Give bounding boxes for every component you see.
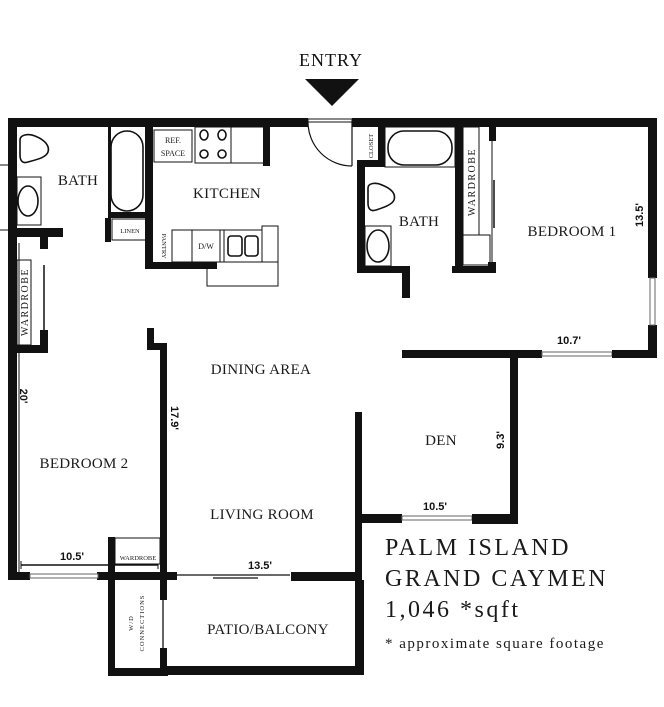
wardrobe-bed2-bottom-label: WARDROBE xyxy=(120,555,157,562)
dim-bedroom2-width: 10.5' xyxy=(60,551,84,563)
wardrobe-bed1-label: WARDROBE xyxy=(467,148,478,216)
kitchen-sink-icon xyxy=(227,235,259,257)
dim-bedroom1-height: 13.5' xyxy=(634,203,646,227)
bathtub-icon xyxy=(387,130,453,166)
room-label-bedroom1: BEDROOM 1 xyxy=(528,224,617,240)
room-label-bath-right: BATH xyxy=(399,214,439,230)
dim-den-height: 9.3' xyxy=(495,431,507,449)
exterior-walls xyxy=(8,118,657,580)
bedroom1-wardrobe: WARDROBE xyxy=(462,126,496,273)
room-label-bedroom2: BEDROOM 2 xyxy=(40,456,129,472)
stove-icon xyxy=(194,126,232,164)
room-label-kitchen: KITCHEN xyxy=(193,186,261,202)
right-bath: CLOSET BATH xyxy=(357,126,495,298)
linen-label: LINEN xyxy=(120,228,140,235)
dim-bedroom1-width: 10.7' xyxy=(557,335,581,347)
bedroom2-side-wardrobe: WARDROBE xyxy=(16,237,48,580)
left-bath: LINEN BATH xyxy=(8,127,153,242)
kitchen: REF. SPACE KITCHEN D/W PANTRY xyxy=(145,126,279,287)
room-label-living: LIVING ROOM xyxy=(210,507,314,523)
unit-info: PALM ISLAND GRAND CAYMEN 1,046 *sqft * a… xyxy=(385,533,608,653)
wardrobe-bed2-side-label: WARDROBE xyxy=(20,268,31,336)
dim-living-height: 17.9' xyxy=(168,406,180,430)
area-footnote: * approximate square footage xyxy=(385,636,605,652)
room-label-bath-left: BATH xyxy=(58,173,98,189)
dim-living-width: 13.5' xyxy=(248,560,272,572)
patio-balcony: W/D CONNECTIONS PATIO/BALCONY xyxy=(108,580,364,676)
pantry-label: PANTRY xyxy=(160,233,167,258)
sink-icon xyxy=(17,185,39,217)
living-dining: DINING AREA LIVING ROOM 17.9' 13.5' xyxy=(97,328,362,581)
unit-name-line1: PALM ISLAND xyxy=(385,535,571,561)
dim-den-width: 10.5' xyxy=(423,501,447,513)
toilet-icon xyxy=(367,182,396,212)
wd-label-1: W/D xyxy=(128,615,135,631)
sink-icon xyxy=(366,229,390,263)
entry-label: ENTRY xyxy=(299,50,363,70)
unit-name-line2: GRAND CAYMEN xyxy=(385,566,609,592)
den: DEN 9.3' 10.5' xyxy=(423,431,507,513)
room-label-dining: DINING AREA xyxy=(211,362,311,378)
ref-space-label-1: REF. xyxy=(165,136,181,145)
ref-space-label-2: SPACE xyxy=(161,149,185,158)
closet-label: CLOSET xyxy=(368,134,375,159)
dim-bedroom2-height: 20' xyxy=(17,389,29,404)
bedroom2: BEDROOM 2 20' 10.5' WARDROBE xyxy=(8,389,161,580)
room-label-patio: PATIO/BALCONY xyxy=(207,622,329,638)
unit-area: 1,046 *sqft xyxy=(385,597,521,623)
room-label-den: DEN xyxy=(425,433,457,449)
entry-door[interactable] xyxy=(307,118,353,167)
dishwasher-label: D/W xyxy=(198,242,214,251)
wd-label-2: CONNECTIONS xyxy=(139,595,146,652)
entry-arrow-icon xyxy=(305,79,359,106)
toilet-icon xyxy=(19,133,50,164)
